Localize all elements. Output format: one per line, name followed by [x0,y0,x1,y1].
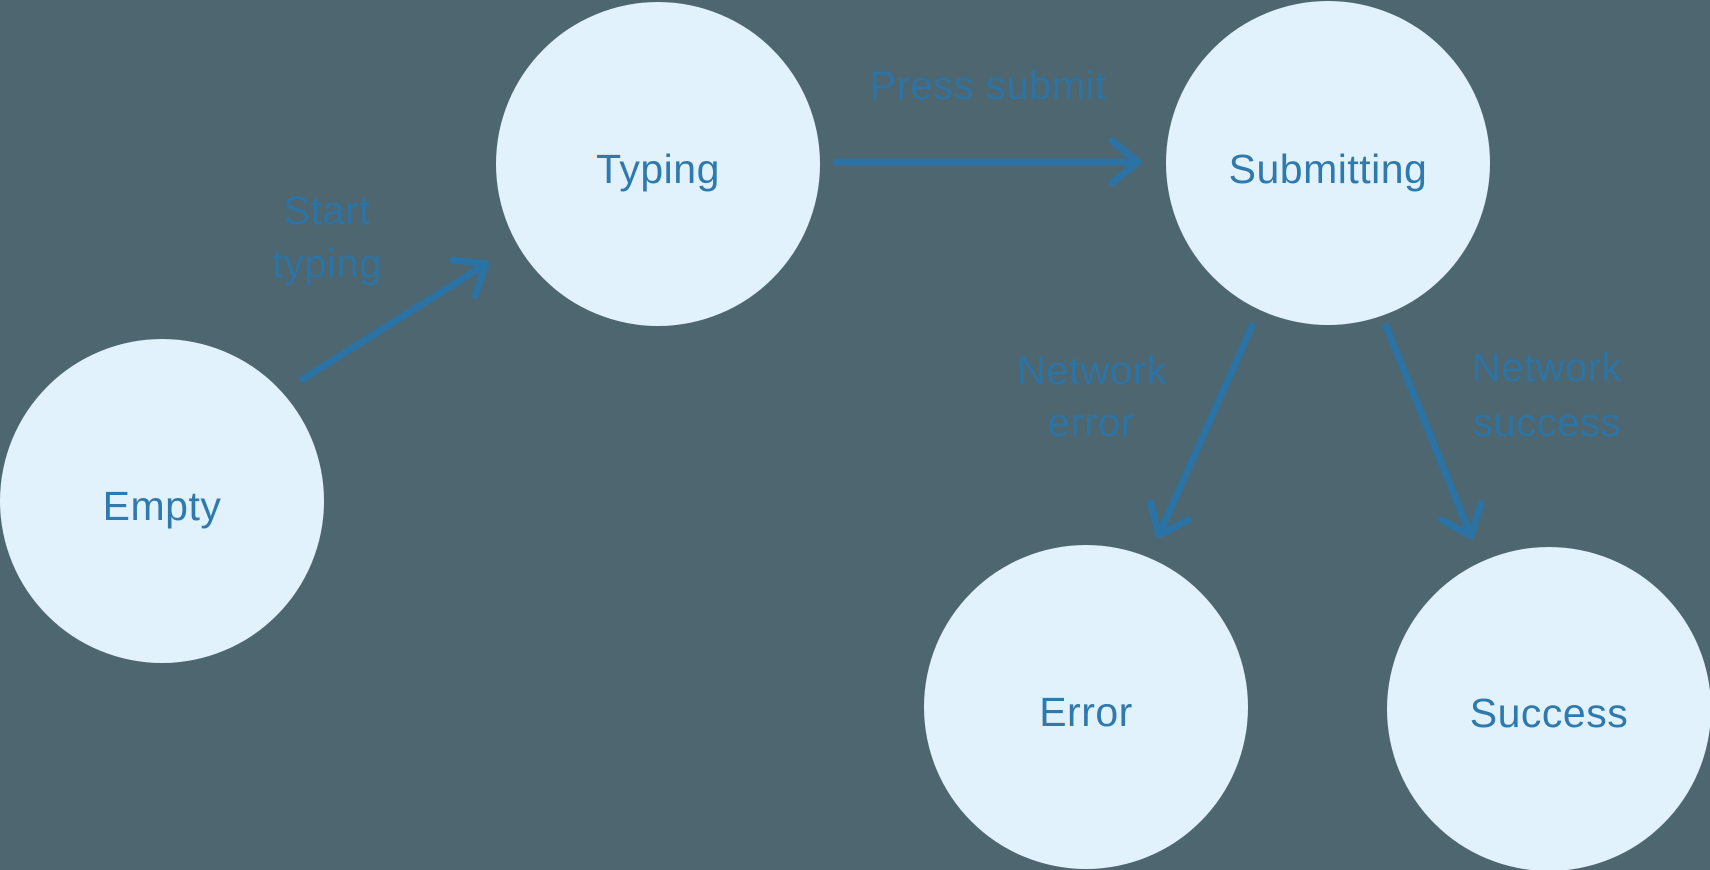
state-label-success: Success [1470,690,1628,736]
transition-label-network-error-line1: Network [1017,349,1168,393]
transition-arrow-submitting-to-error [1146,322,1256,539]
state-node-error: Error [924,545,1248,869]
transition-arrows [299,137,1485,540]
transition-label-start-typing-line2: typing [272,242,382,286]
transition-label-network-success-line1: Network [1472,346,1623,390]
state-circle-submitting [1166,1,1490,325]
state-circle-typing [496,2,820,326]
state-circle-empty [0,339,324,663]
state-label-submitting: Submitting [1229,146,1428,192]
state-label-error: Error [1039,689,1133,735]
state-node-typing: Typing [496,2,820,326]
state-node-success: Success [1387,547,1710,870]
transition-label-start-typing-line1: Start [284,189,371,233]
transition-label-network-success-line2: success [1473,401,1621,445]
transition-labels: Start typing Press submit Network error … [272,64,1622,445]
transition-arrow-submitting-to-success [1382,322,1485,540]
transition-arrow-empty-to-typing [299,256,490,383]
transition-label-press-submit: Press submit [869,64,1106,108]
state-label-typing: Typing [596,146,720,192]
state-node-empty: Empty [0,339,324,663]
state-circle-success [1387,547,1710,870]
state-label-empty: Empty [103,483,222,529]
transition-label-network-error-line2: error [1048,401,1135,445]
state-circle-error [924,545,1248,869]
state-node-submitting: Submitting [1166,1,1490,325]
